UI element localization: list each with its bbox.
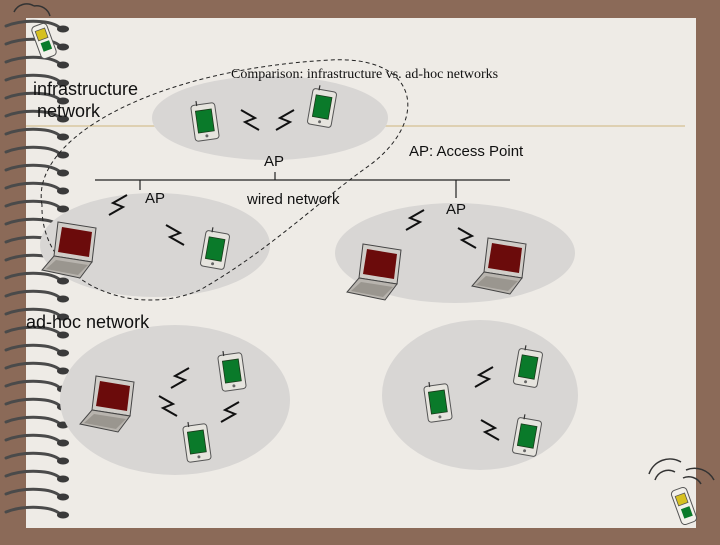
spiral-ring: [4, 109, 62, 120]
spiral-hole: [57, 367, 69, 375]
spiral-hole: [57, 133, 69, 141]
spiral-ring: [4, 127, 62, 138]
spiral-hole: [57, 115, 69, 123]
spiral-ring: [4, 181, 62, 192]
spiral-hole: [57, 331, 69, 339]
spiral-ring: [4, 163, 62, 174]
spiral-hole: [57, 313, 69, 321]
pda-icon: [422, 378, 453, 424]
spiral-hole: [57, 43, 69, 51]
spiral-ring: [4, 271, 62, 282]
spiral-ring: [4, 451, 62, 462]
cell-tower-phone-icon: [13, 3, 57, 60]
adhoc-cell-right: [382, 320, 578, 470]
spiral-ring: [4, 91, 62, 102]
coverage-cell-top: [152, 76, 388, 160]
spiral-hole: [57, 187, 69, 195]
cell-tower-phone-icon: [648, 458, 715, 526]
label-infrastructure-network-line2: network: [37, 101, 101, 121]
spiral-hole: [57, 457, 69, 465]
label-ap-right: AP: [446, 201, 467, 218]
label-infrastructure-network-line1: infrastructure: [33, 79, 139, 99]
spiral-ring: [4, 19, 62, 30]
coverage-cell-left: [40, 193, 270, 297]
spiral-hole: [57, 61, 69, 69]
spiral-ring: [4, 325, 62, 336]
pda-icon: [181, 418, 212, 464]
spiral-ring: [4, 199, 62, 210]
legend-ap: AP: Access Point: [409, 143, 524, 160]
spiral-hole: [57, 439, 69, 447]
spiral-hole: [57, 205, 69, 213]
spiral-ring: [4, 145, 62, 156]
spiral-hole: [57, 511, 69, 519]
pda-icon: [189, 97, 220, 143]
spiral-ring: [4, 415, 62, 426]
spiral-hole: [57, 277, 69, 285]
spiral-ring: [4, 487, 62, 498]
spiral-ring: [4, 289, 62, 300]
spiral-hole: [57, 349, 69, 357]
spiral-hole: [57, 79, 69, 87]
spiral-hole: [57, 169, 69, 177]
spiral-hole: [57, 97, 69, 105]
pda-icon: [216, 347, 247, 393]
spiral-ring: [4, 397, 62, 408]
spiral-ring: [4, 469, 62, 480]
label-ap-left: AP: [145, 190, 166, 207]
label-adhoc-network: ad-hoc network: [26, 312, 150, 332]
spiral-ring: [4, 73, 62, 84]
spiral-ring: [4, 343, 62, 354]
slide-title: Comparison: infrastructure vs. ad-hoc ne…: [231, 67, 499, 82]
spiral-ring: [4, 55, 62, 66]
spiral-hole: [57, 25, 69, 33]
spiral-ring: [4, 307, 62, 318]
spiral-hole: [57, 493, 69, 501]
spiral-ring: [4, 361, 62, 372]
spiral-hole: [57, 295, 69, 303]
spiral-hole: [57, 151, 69, 159]
label-wired-network: wired network: [247, 191, 340, 208]
spiral-ring: [4, 433, 62, 444]
spiral-ring: [4, 379, 62, 390]
spiral-ring: [4, 505, 62, 516]
label-ap-top: AP: [264, 153, 285, 170]
spiral-hole: [57, 475, 69, 483]
